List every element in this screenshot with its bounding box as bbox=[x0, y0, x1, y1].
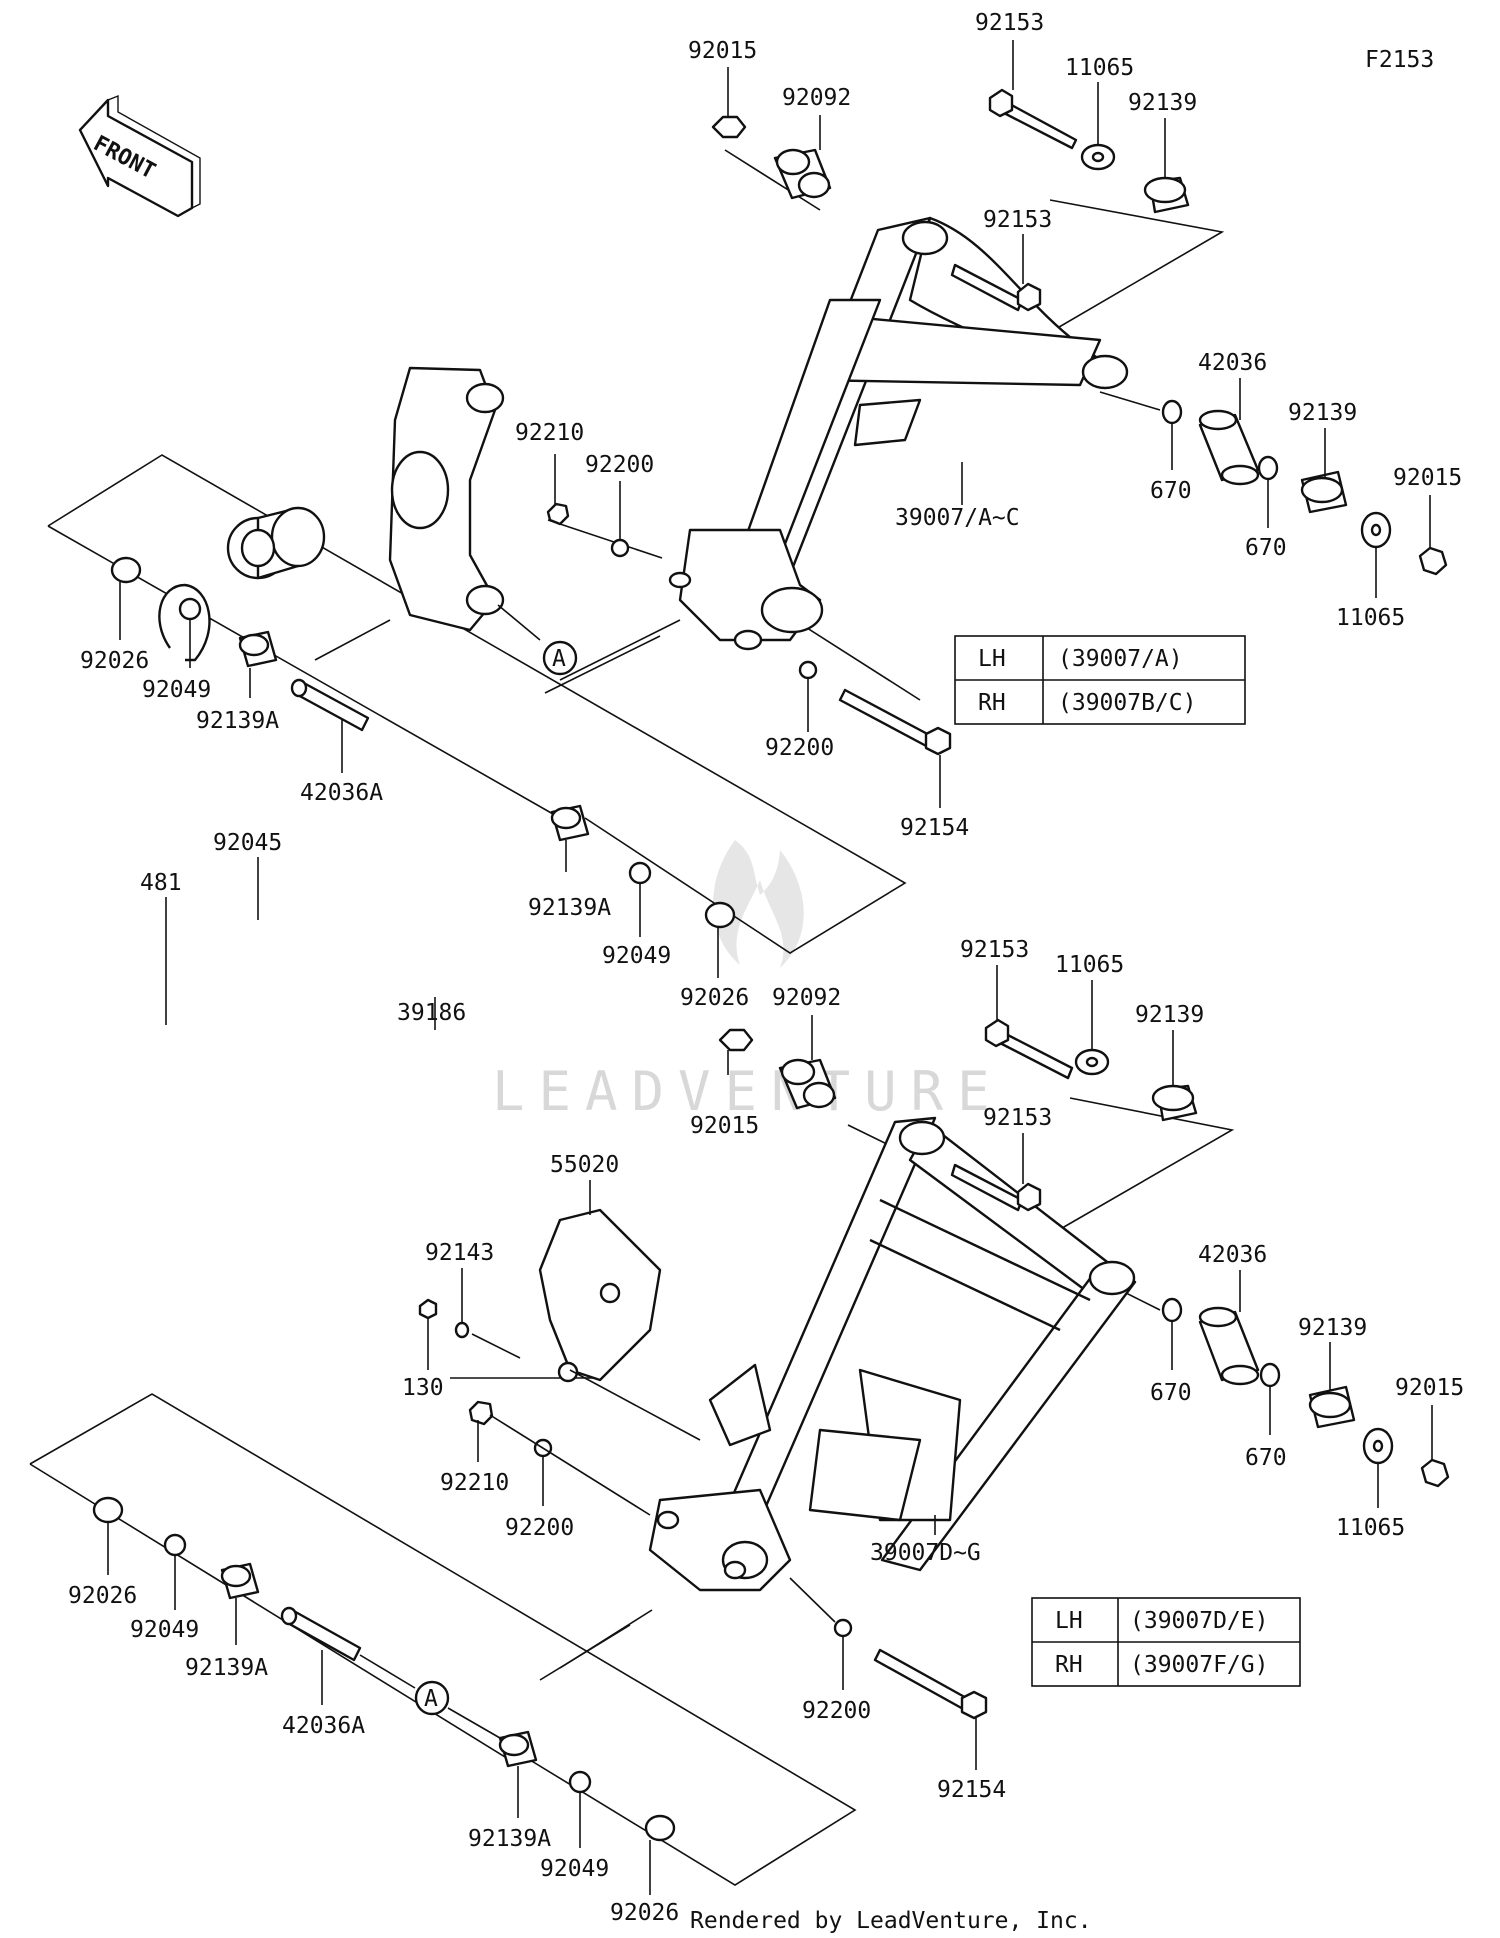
label-92200-lower-bottom: 92200 bbox=[802, 1698, 871, 1724]
label-670-lower-a: 670 bbox=[1150, 1380, 1192, 1406]
label-92026-lower-left: 92026 bbox=[68, 1583, 137, 1609]
label-92153-lower-top: 92153 bbox=[960, 937, 1029, 963]
label-11065-top: 11065 bbox=[1065, 55, 1134, 81]
label-92092-lower: 92092 bbox=[772, 985, 841, 1011]
label-92200-lower: 92200 bbox=[505, 1515, 574, 1541]
label-92026-lower-right: 92026 bbox=[610, 1900, 679, 1926]
front-arrow-icon: FRONT bbox=[78, 94, 201, 218]
upper-arm-assembly: A bbox=[47, 88, 1448, 1379]
label-92143: 92143 bbox=[425, 1240, 494, 1266]
label-92153-upper-second: 92153 bbox=[983, 207, 1052, 233]
footer-credit: Rendered by LeadVenture, Inc. bbox=[690, 1908, 1092, 1934]
label-92139A-lower-right: 92139A bbox=[468, 1826, 551, 1852]
label-481: 481 bbox=[140, 870, 182, 896]
callout-a: A bbox=[552, 646, 566, 672]
table-lower-part-0: (39007D/E) bbox=[1130, 1608, 1268, 1634]
label-92139A-lower-left: 92139A bbox=[185, 1655, 268, 1681]
label-11065-lower-right: 11065 bbox=[1336, 1515, 1405, 1541]
table-upper: LH (39007/A) RH (39007B/C) bbox=[954, 635, 1246, 725]
label-92049-lower-right: 92049 bbox=[540, 1856, 609, 1882]
label-39186: 39186 bbox=[397, 1000, 466, 1026]
watermark: LEADVENTURE bbox=[492, 840, 1004, 1123]
label-92015-lower-right: 92015 bbox=[1395, 1375, 1464, 1401]
figure-code: F2153 bbox=[1365, 47, 1434, 73]
label-92139-lower-top: 92139 bbox=[1135, 1002, 1204, 1028]
label-670-lower-b: 670 bbox=[1245, 1445, 1287, 1471]
label-92200-upper-lower: 92200 bbox=[765, 735, 834, 761]
label-11065-upper-right: 11065 bbox=[1336, 605, 1405, 631]
label-39007-d-g: 39007D~G bbox=[870, 1540, 981, 1566]
label-42036-lower: 42036 bbox=[1198, 1242, 1267, 1268]
label-92139-upper-right: 92139 bbox=[1288, 400, 1357, 426]
label-39007-a-c: 39007/A~C bbox=[895, 505, 1020, 531]
label-92026-upper-left: 92026 bbox=[80, 648, 149, 674]
label-92026-upper-right: 92026 bbox=[680, 985, 749, 1011]
lower-arm-assembly: A bbox=[29, 1018, 1450, 1886]
label-670-upper-a: 670 bbox=[1150, 478, 1192, 504]
table-lower-part-1: (39007F/G) bbox=[1130, 1652, 1268, 1678]
label-11065-lower-top: 11065 bbox=[1055, 952, 1124, 978]
label-92154-upper: 92154 bbox=[900, 815, 969, 841]
label-92015-top: 92015 bbox=[688, 38, 757, 64]
label-92049-upper-left: 92049 bbox=[142, 677, 211, 703]
label-670-upper-b: 670 bbox=[1245, 535, 1287, 561]
label-42036-upper: 42036 bbox=[1198, 350, 1267, 376]
callout-a-lower: A bbox=[424, 1686, 438, 1712]
label-92139-lower-right: 92139 bbox=[1298, 1315, 1367, 1341]
table-upper-side-1: RH bbox=[978, 690, 1006, 716]
label-92139A-upper-left: 92139A bbox=[196, 708, 279, 734]
label-92210-lower: 92210 bbox=[440, 1470, 509, 1496]
label-92153-lower-second: 92153 bbox=[983, 1105, 1052, 1131]
label-42036A-upper: 42036A bbox=[300, 780, 383, 806]
label-92200-upper: 92200 bbox=[585, 452, 654, 478]
label-130: 130 bbox=[402, 1375, 444, 1401]
table-upper-part-0: (39007/A) bbox=[1058, 646, 1183, 672]
label-42036A-lower: 42036A bbox=[282, 1713, 365, 1739]
label-92045: 92045 bbox=[213, 830, 282, 856]
leader-lines bbox=[107, 40, 1433, 1895]
table-upper-side-0: LH bbox=[978, 646, 1006, 672]
label-92154-lower: 92154 bbox=[937, 1777, 1006, 1803]
table-lower-side-0: LH bbox=[1055, 1608, 1083, 1634]
label-92015-upper-right: 92015 bbox=[1393, 465, 1462, 491]
label-92015-lower: 92015 bbox=[690, 1113, 759, 1139]
label-92092-top: 92092 bbox=[782, 85, 851, 111]
label-92139A-upper-right: 92139A bbox=[528, 895, 611, 921]
table-lower-side-1: RH bbox=[1055, 1652, 1083, 1678]
label-55020: 55020 bbox=[550, 1152, 619, 1178]
watermark-text: LEADVENTURE bbox=[492, 1060, 1004, 1123]
label-92210-upper: 92210 bbox=[515, 420, 584, 446]
label-92153-top: 92153 bbox=[975, 10, 1044, 36]
table-lower: LH (39007D/E) RH (39007F/G) bbox=[1031, 1597, 1301, 1687]
table-upper-part-1: (39007B/C) bbox=[1058, 690, 1196, 716]
part-labels: 92015 92153 92092 11065 92139 92153 4203… bbox=[68, 10, 1464, 1926]
label-92139-top: 92139 bbox=[1128, 90, 1197, 116]
label-92049-upper-right: 92049 bbox=[602, 943, 671, 969]
label-92049-lower-left: 92049 bbox=[130, 1617, 199, 1643]
